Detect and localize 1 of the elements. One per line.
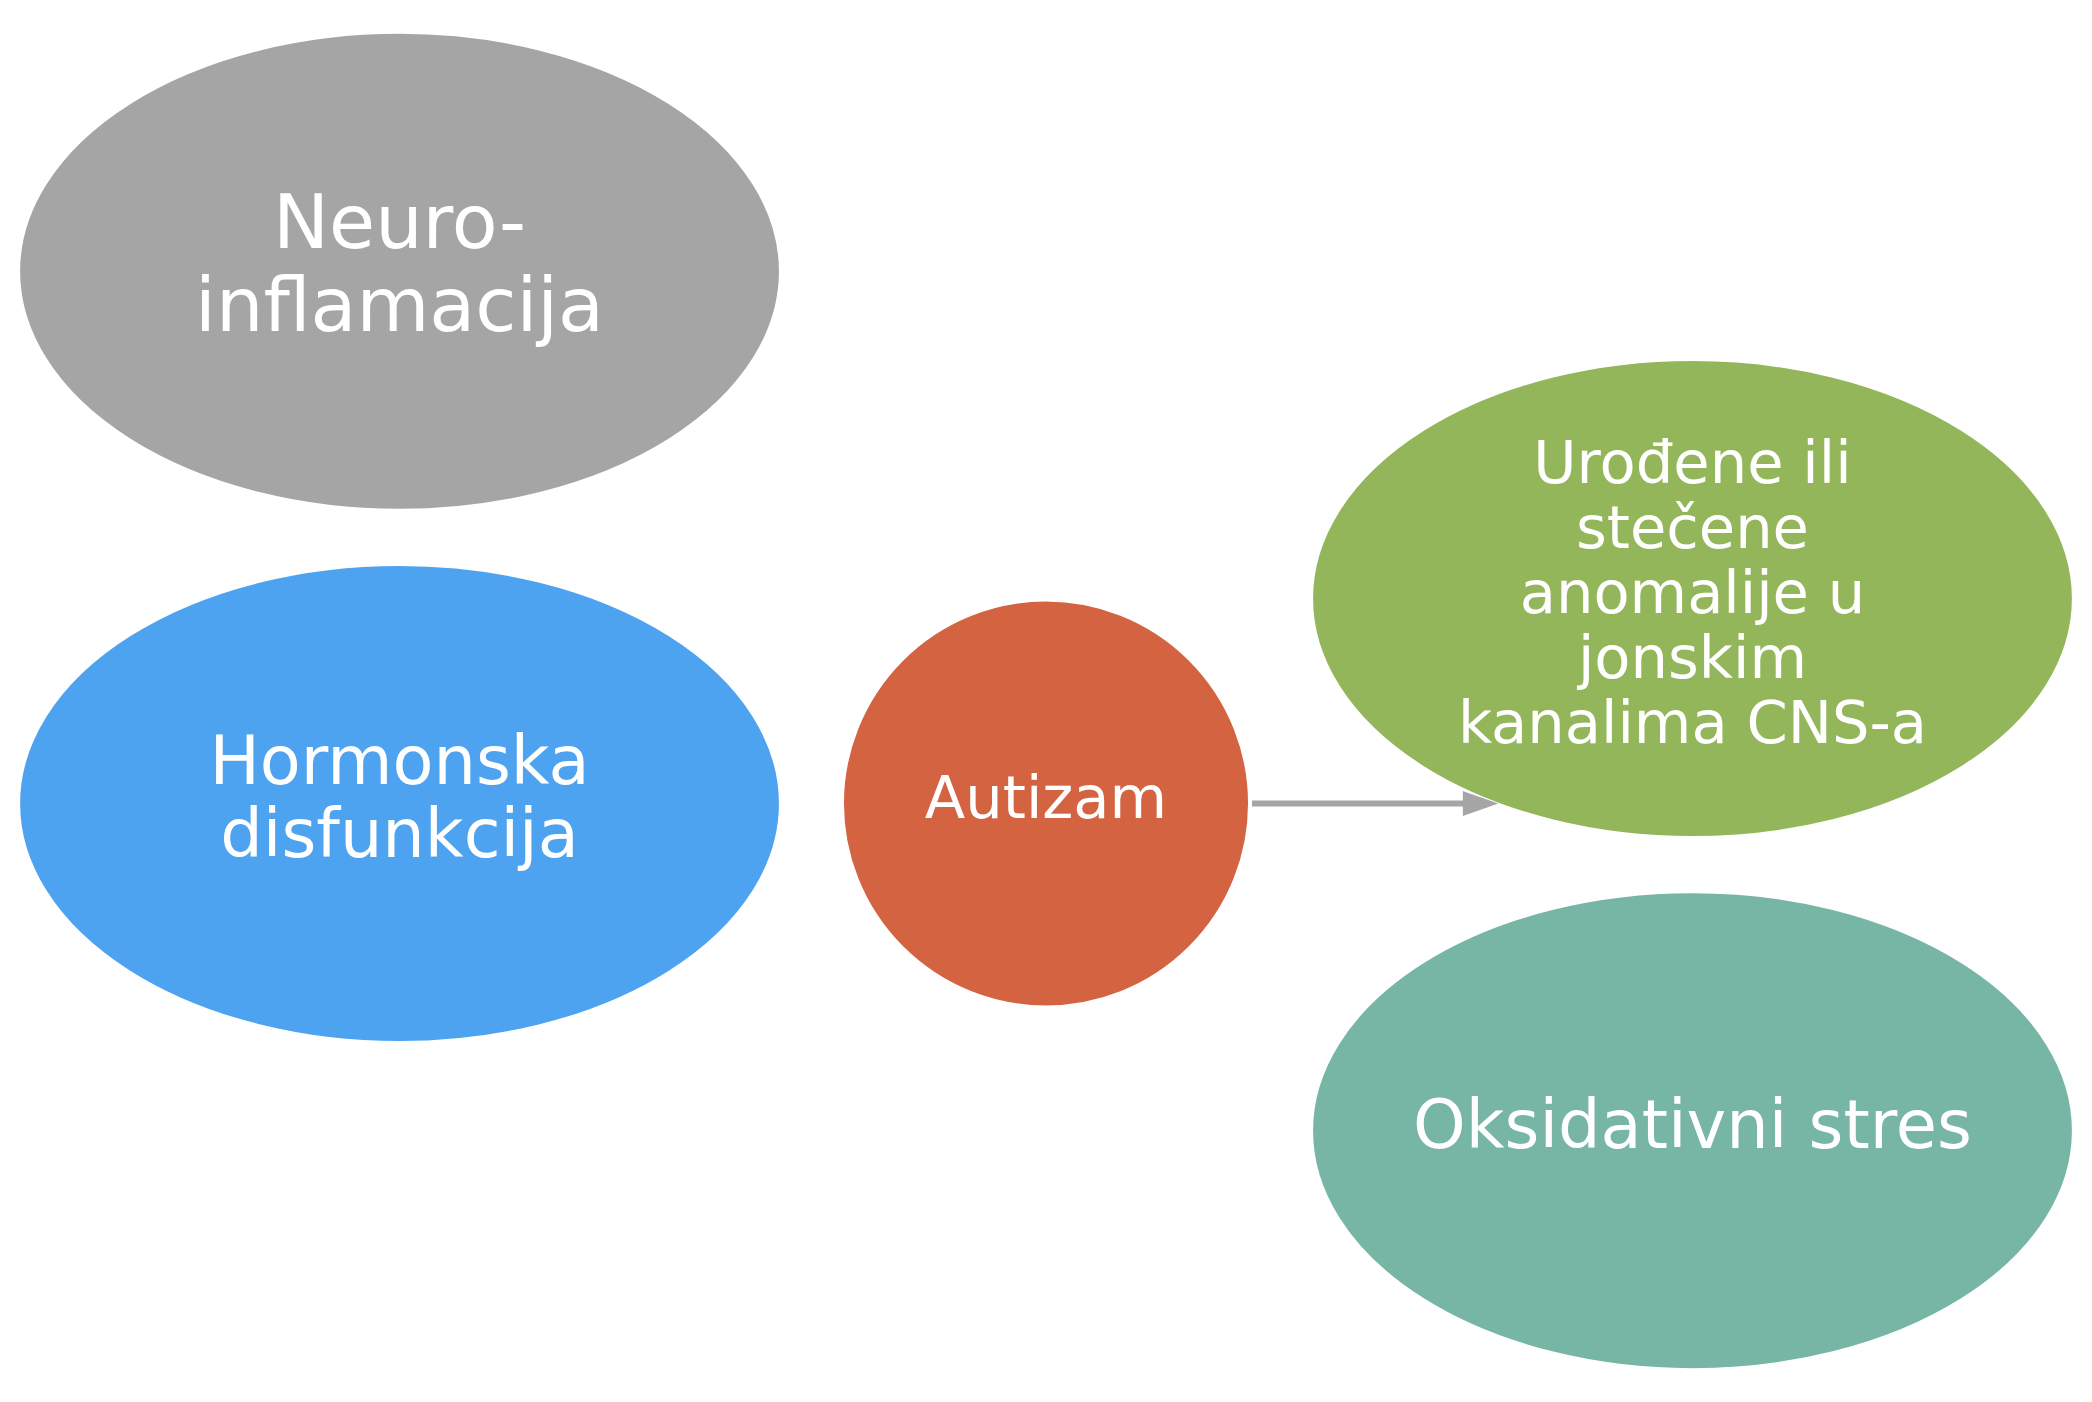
arrow xyxy=(1251,791,1499,816)
